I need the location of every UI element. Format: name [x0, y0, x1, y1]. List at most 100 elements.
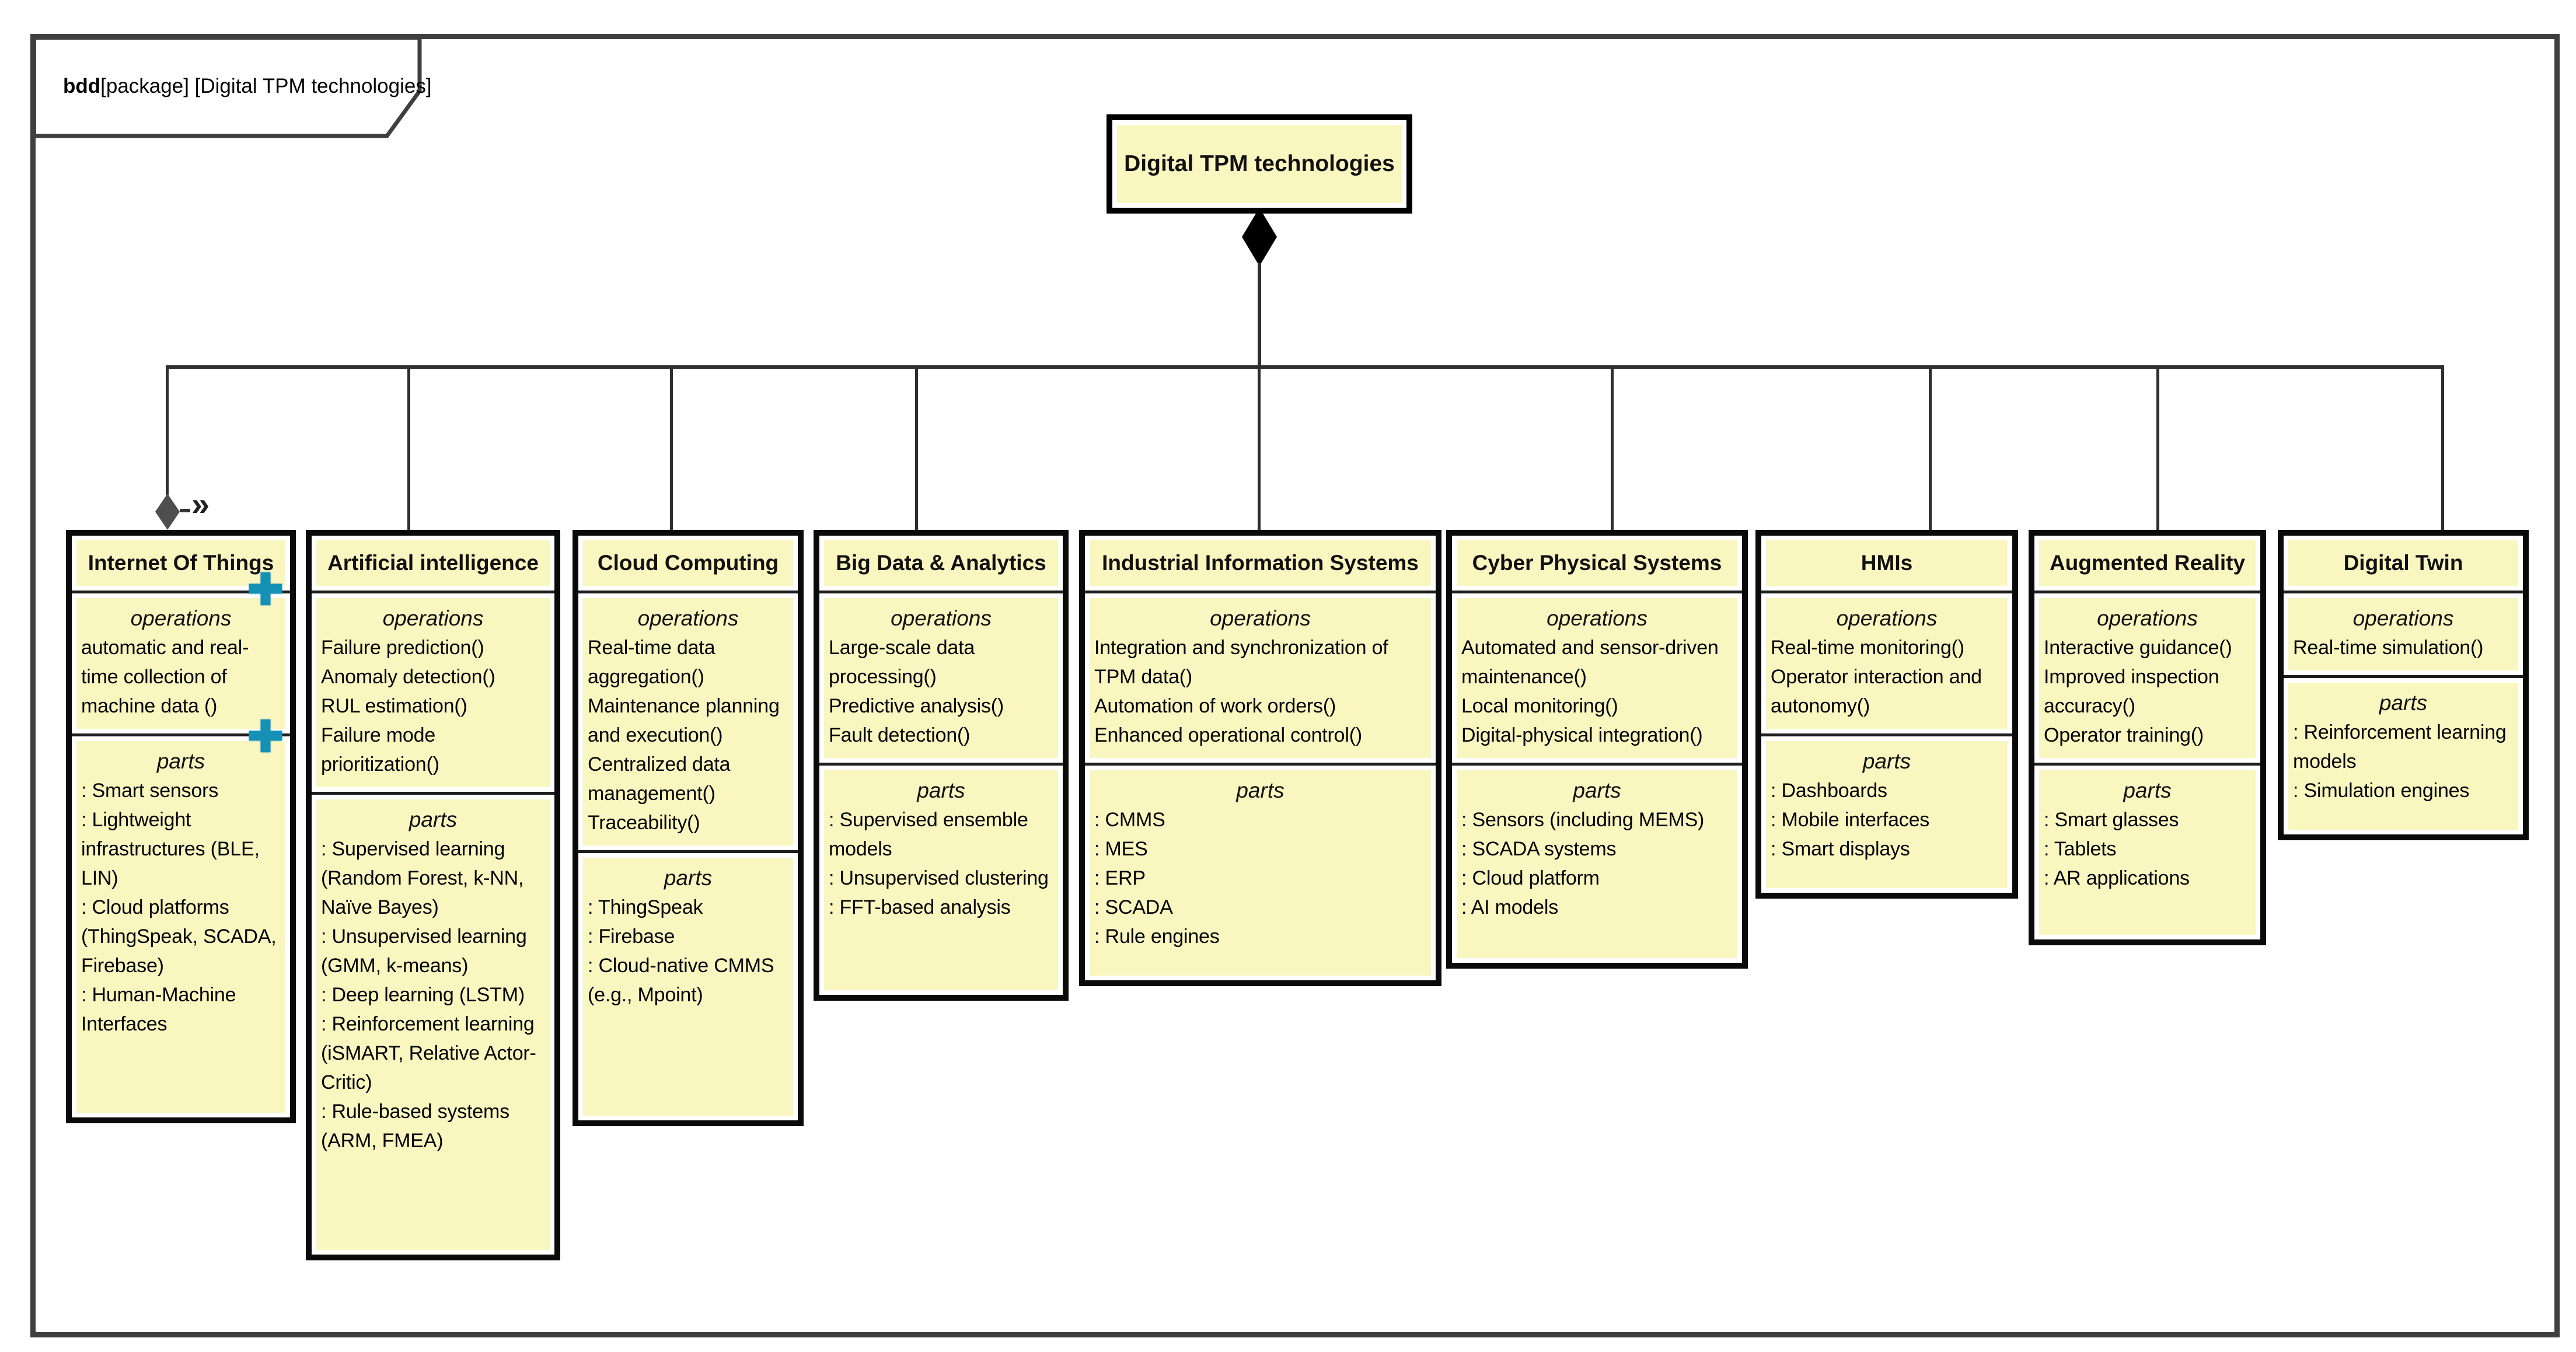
part-item: : SCADA: [1094, 896, 1173, 918]
part-item: : Firebase: [588, 925, 675, 948]
part-item: : MES: [1094, 838, 1148, 860]
operation-item: Operator training(): [2044, 724, 2204, 746]
operation-item: Local monitoring(): [1461, 695, 1618, 717]
block-artificial-intelligence: Artificial intelligence operations Failu…: [306, 530, 560, 1260]
part-item: : Unsupervised clustering: [829, 867, 1049, 889]
operations-compartment: operations Real-time monitoring()Operato…: [1766, 598, 2008, 729]
block-internet-of-things: Internet Of Things operations automatic …: [66, 530, 296, 1123]
parts-label: parts: [2379, 691, 2428, 715]
compartment-separator: [312, 792, 554, 795]
part-item: : Reinforcement learning (iSMART, Relati…: [321, 1013, 536, 1094]
parts-label: parts: [1862, 749, 1911, 773]
frame-tab: [32, 36, 422, 138]
block-cyber-physical-systems: Cyber Physical Systems operations Automa…: [1446, 530, 1748, 969]
compartment-separator: [819, 591, 1063, 593]
parts-compartment: parts : Sensors (including MEMS): SCADA …: [1457, 770, 1737, 958]
operations-label: operations: [1547, 606, 1647, 630]
parts-compartment: parts : Dashboards: Mobile interfaces: S…: [1766, 741, 2008, 888]
part-item: : Tablets: [2044, 838, 2117, 860]
trunk-connector: [1258, 263, 1261, 368]
operation-item: Traceability(): [588, 812, 700, 834]
compartment-separator: [72, 733, 290, 736]
plus-icon: ✚: [247, 565, 284, 614]
part-item: : FFT-based analysis: [829, 896, 1011, 918]
operations-compartment: operations Interactive guidance()Improve…: [2039, 598, 2256, 758]
block-title: Internet Of Things: [76, 540, 285, 586]
operation-item: Fault detection(): [829, 724, 971, 746]
block-cloud-computing: Cloud Computing operations Real-time dat…: [573, 530, 804, 1126]
frame-tab-text: [package] [Digital TPM technologies]: [100, 75, 432, 97]
part-item: : Human-Machine Interfaces: [81, 984, 236, 1035]
frame-tab-label: bdd[package] [Digital TPM technologies]: [63, 75, 432, 98]
part-item: : Deep learning (LSTM): [321, 984, 525, 1006]
operation-item: Automated and sensor-driven maintenance(…: [1461, 637, 1719, 688]
operation-item: Real-time data aggregation(): [588, 637, 715, 688]
parts-label: parts: [917, 778, 965, 802]
part-item: : ThingSpeak: [588, 896, 703, 918]
part-item: : Simulation engines: [2293, 780, 2470, 802]
operations-compartment: operations Integration and synchronizati…: [1090, 598, 1431, 758]
parts-label: parts: [409, 808, 458, 832]
block-title: Big Data & Analytics: [824, 540, 1058, 586]
part-item: : Cloud-native CMMS (e.g., Mpoint): [588, 955, 774, 1006]
operation-item: Interactive guidance(): [2044, 637, 2232, 659]
parts-compartment: parts : Supervised learning (Random Fore…: [316, 799, 550, 1250]
compartment-separator: [819, 763, 1063, 766]
parts-compartment: parts : Smart glasses: Tablets: AR appli…: [2039, 770, 2256, 935]
operations-label: operations: [382, 606, 484, 630]
operation-item: RUL estimation(): [321, 695, 467, 717]
operation-item: Digital-physical integration(): [1461, 724, 1703, 746]
drop-connector-big-data-analytics: [915, 368, 918, 530]
operation-item: Anomaly detection(): [321, 666, 495, 688]
block-title: HMIs: [1766, 540, 2008, 586]
part-item: : AR applications: [2044, 867, 2190, 889]
block-title: Cloud Computing: [583, 540, 793, 586]
parts-compartment: parts : Reinforcement learning models: S…: [2288, 683, 2518, 830]
compartment-separator: [2034, 591, 2260, 593]
part-item: : AI models: [1461, 896, 1558, 918]
block-big-data-analytics: Big Data & Analytics operations Large-sc…: [814, 530, 1069, 1001]
drop-connector-augmented-reality: [2156, 368, 2159, 530]
operation-item: Large-scale data processing(): [829, 637, 975, 688]
compartment-separator: [1085, 591, 1436, 593]
part-item: : Sensors (including MEMS): [1461, 809, 1705, 831]
part-item: : Dashboards: [1771, 780, 1887, 802]
part-item: : Smart displays: [1771, 838, 1910, 860]
operations-compartment: operations Large-scale data processing()…: [824, 598, 1058, 758]
part-item: : CMMS: [1094, 809, 1165, 831]
operations-compartment: operations Real-time simulation(): [2288, 598, 2518, 670]
operation-item: Failure mode prioritization(): [321, 724, 439, 775]
block-title: Digital Twin: [2288, 540, 2518, 586]
part-item: : Cloud platform: [1461, 867, 1600, 889]
block-title: Augmented Reality: [2039, 540, 2256, 586]
operations-label: operations: [891, 606, 992, 630]
operations-label: operations: [2352, 606, 2454, 630]
part-item: : Rule engines: [1094, 925, 1220, 948]
compartment-separator: [1085, 763, 1436, 766]
part-item: : Supervised learning (Random Forest, k-…: [321, 838, 524, 918]
compartment-separator: [578, 850, 798, 853]
guillemet-icon: »: [191, 485, 210, 522]
block-hmis: HMIs operations Real-time monitoring()Op…: [1755, 530, 2018, 899]
parts-label: parts: [2123, 778, 2172, 802]
operations-label: operations: [637, 606, 739, 630]
drop-connector-artificial-intelligence: [407, 368, 410, 530]
parts-compartment: parts : Supervised ensemble models: Unsu…: [824, 770, 1058, 990]
parts-label: parts: [1236, 778, 1284, 802]
root-block-title: Digital TPM technologies: [1117, 125, 1402, 203]
parts-compartment: parts : Smart sensors: Lightweight infra…: [76, 741, 285, 1113]
compartment-separator: [1761, 733, 2012, 736]
operation-item: Maintenance planning and execution(): [588, 695, 780, 746]
drop-connector-cyber-physical-systems: [1611, 368, 1614, 530]
operation-item: Failure prediction(): [321, 637, 484, 659]
part-item: : Lightweight infrastructures (BLE, LIN): [81, 809, 260, 889]
operations-compartment: operations automatic and real-time colle…: [76, 598, 285, 729]
operations-label: operations: [2097, 606, 2198, 630]
drop-connector-industrial-information-systems: [1258, 368, 1261, 530]
block-industrial-information-systems: Industrial Information Systems operation…: [1079, 530, 1441, 986]
operation-item: Predictive analysis(): [829, 695, 1004, 717]
parts-compartment: parts : ThingSpeak: Firebase: Cloud-nati…: [583, 858, 793, 1116]
part-item: : Cloud platforms (ThingSpeak, SCADA, Fi…: [81, 896, 277, 977]
compartment-separator: [1452, 763, 1742, 766]
